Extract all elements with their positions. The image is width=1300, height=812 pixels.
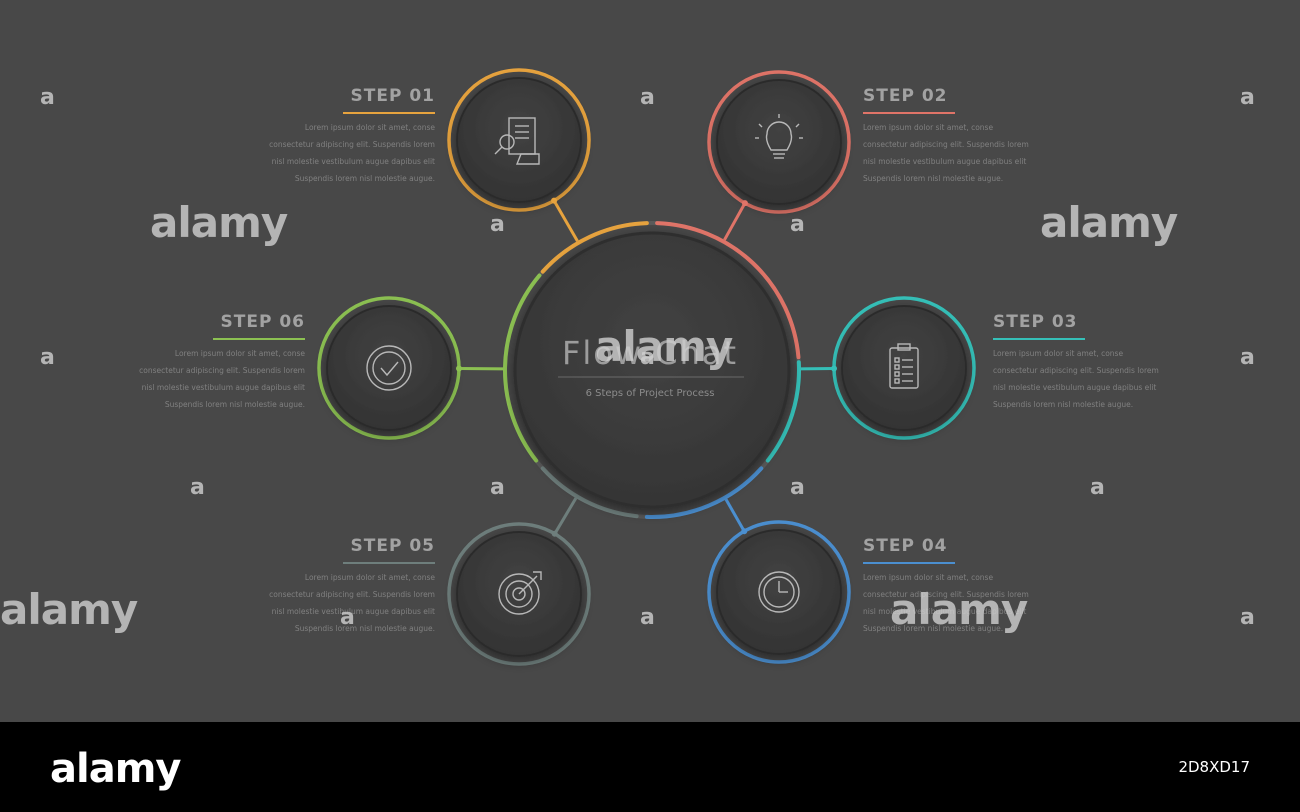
target-icon	[498, 571, 542, 615]
watermark-letter: a	[1090, 475, 1105, 500]
center-arc-step-03	[765, 360, 801, 463]
step-04-underline	[863, 562, 955, 564]
watermark-letter: a	[490, 475, 505, 500]
watermark-letter: a	[640, 85, 655, 110]
connector-step-04	[723, 496, 746, 532]
footer-logo: alamy	[50, 746, 181, 792]
step-06-node	[317, 296, 462, 440]
watermark-letter: a	[790, 212, 805, 237]
watermark-word: alamy	[150, 198, 288, 247]
watermark-letter: a	[1240, 605, 1255, 630]
watermark-letter: a	[1240, 345, 1255, 370]
step-01-underline	[343, 112, 435, 114]
watermark-letter: a	[340, 605, 355, 630]
center-arc-step-05	[540, 466, 639, 519]
document-search-icon	[494, 117, 540, 165]
clock-icon	[758, 571, 800, 613]
step-01-body: Lorem ipsum dolor sit amet, conse consec…	[269, 123, 435, 183]
step-04-body: Lorem ipsum dolor sit amet, conse consec…	[863, 573, 1029, 633]
step-02-underline	[863, 112, 955, 114]
step-04-node	[707, 520, 851, 664]
step-03-text: STEP 03 Lorem ipsum dolor sit amet, cons…	[993, 312, 1198, 413]
watermark-word: alamy	[890, 585, 1028, 634]
connector-step-01	[552, 199, 580, 244]
step-06-body: Lorem ipsum dolor sit amet, conse consec…	[139, 349, 305, 409]
step-02-node	[707, 70, 851, 214]
center-arc-step-06	[503, 273, 542, 463]
image-id: 2D8XD17	[1178, 758, 1250, 776]
flow-chart-diagram: Flow Chat 6 Steps of Project Process	[317, 68, 976, 666]
step-05-node	[447, 522, 591, 666]
infographic-canvas: Flow Chat 6 Steps of Project Process STE…	[0, 0, 1300, 722]
watermark-letter: a	[640, 605, 655, 630]
watermark-letter: a	[40, 85, 55, 110]
step-02-body: Lorem ipsum dolor sit amet, conse consec…	[863, 123, 1029, 183]
step-03-body: Lorem ipsum dolor sit amet, conse consec…	[993, 349, 1159, 409]
clipboard-icon	[889, 343, 919, 389]
step-01-label: STEP 01	[350, 86, 435, 106]
watermark-letter: a	[490, 212, 505, 237]
step-03-label: STEP 03	[993, 312, 1078, 332]
step-05-body: Lorem ipsum dolor sit amet, conse consec…	[269, 573, 435, 633]
footer-bar: alamy 2D8XD17	[0, 722, 1300, 812]
step-04-label: STEP 04	[863, 536, 948, 556]
step-06-text: STEP 06 Lorem ipsum dolor sit amet, cons…	[100, 312, 305, 413]
watermark-word: alamy	[0, 585, 138, 634]
step-05-text: STEP 05 Lorem ipsum dolor sit amet, cons…	[230, 536, 435, 637]
diagram-subtitle: 6 Steps of Project Process	[586, 388, 715, 399]
step-06-label: STEP 06	[220, 312, 305, 332]
watermark-word: alamy	[595, 322, 733, 371]
step-01-node	[447, 68, 591, 212]
connector-step-02	[722, 202, 747, 243]
center-circle: Flow Chat 6 Steps of Project Process	[503, 221, 801, 519]
step-03-underline	[993, 338, 1085, 340]
watermark-letter: a	[790, 475, 805, 500]
watermark-letter: a	[640, 345, 655, 370]
check-badge-icon	[366, 345, 412, 391]
watermark-word: alamy	[1040, 198, 1178, 247]
connector-lines	[458, 199, 835, 535]
step-04-text: STEP 04 Lorem ipsum dolor sit amet, cons…	[863, 536, 1068, 637]
center-arc-step-04	[644, 466, 764, 519]
center-arc-step-01	[540, 221, 649, 274]
step-01-text: STEP 01 Lorem ipsum dolor sit amet, cons…	[230, 86, 435, 187]
connector-step-05	[553, 495, 579, 535]
lightbulb-icon	[755, 114, 803, 159]
step-06-underline	[213, 338, 305, 340]
step-03-node	[831, 296, 976, 440]
center-arc-step-02	[655, 221, 801, 360]
watermark-letter: a	[1240, 85, 1255, 110]
step-02-label: STEP 02	[863, 86, 948, 106]
watermark-letter: a	[190, 475, 205, 500]
step-05-label: STEP 05	[350, 536, 435, 556]
step-05-underline	[343, 562, 435, 564]
diagram-title: Flow Chat	[562, 334, 738, 372]
watermark-letter: a	[40, 345, 55, 370]
step-02-text: STEP 02 Lorem ipsum dolor sit amet, cons…	[863, 86, 1068, 187]
